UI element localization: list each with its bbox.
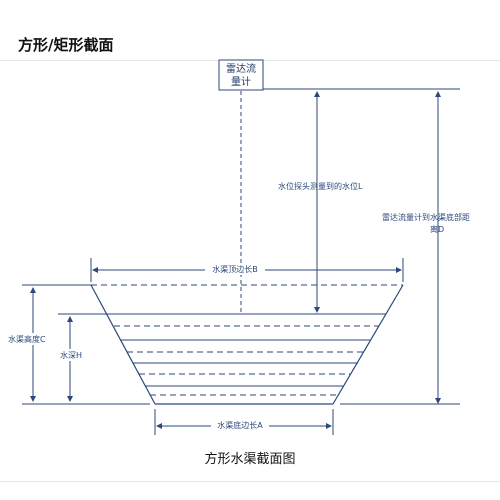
label-distance-D-line1: 雷达流量计到水渠底部距: [382, 212, 470, 222]
diagram-caption: 方形水渠截面图: [204, 452, 296, 467]
label-depth-H: 水深H: [60, 350, 82, 360]
page-title: 方形/矩形截面: [18, 36, 114, 54]
channel-right-wall: [332, 284, 404, 405]
label-height-C: 水渠高度C: [8, 334, 46, 344]
radar-meter-label-line2: 量计: [231, 75, 251, 88]
label-level-L: 水位探头测量到的水位L: [278, 181, 363, 191]
label-height-C-bg: [5, 333, 55, 345]
label-distance-D-line2: 离D: [430, 224, 444, 234]
radar-meter-label-line1: 雷达流: [226, 62, 256, 75]
label-top-B: 水渠顶边长B: [212, 264, 258, 274]
label-bottom-A: 水渠底边长A: [217, 420, 263, 430]
label-top-B-bg: [205, 263, 265, 275]
label-bottom-A-bg: [211, 419, 269, 431]
radar-meter-box: [218, 59, 264, 91]
label-depth-H-bg: [58, 349, 84, 361]
channel-left-wall: [90, 284, 156, 405]
